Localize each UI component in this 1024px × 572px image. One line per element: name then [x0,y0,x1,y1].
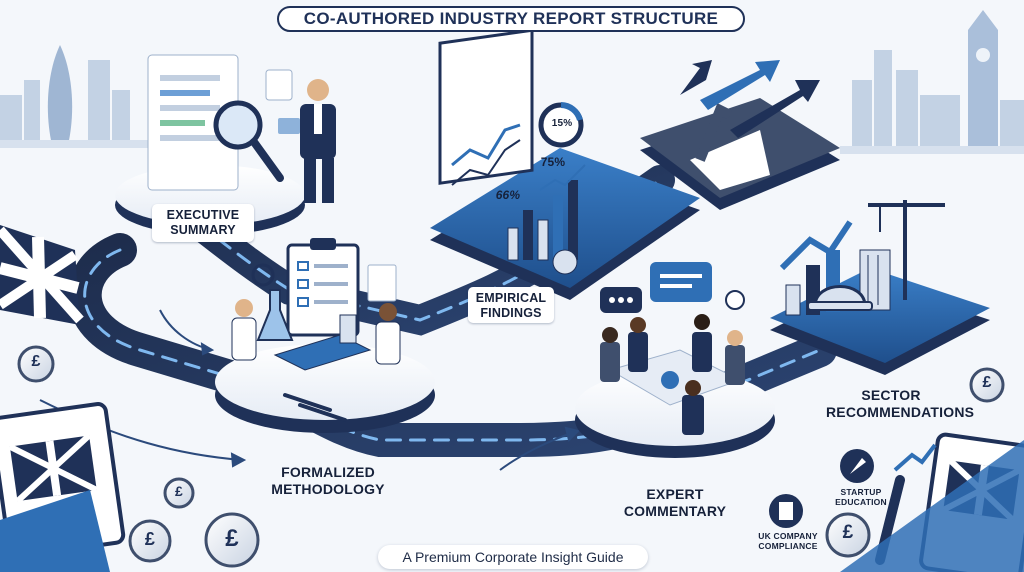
coin-pound-symbol: £ [982,374,992,391]
footer-banner: A Premium Corporate Insight Guide [378,545,648,569]
label-uk-company-compliance: UK COMPANY COMPLIANCE [758,531,818,552]
title-banner: CO-AUTHORED INDUSTRY REPORT STRUCTURE [277,6,745,32]
coin-pound-symbol: £ [175,483,183,499]
right-skyline [840,10,1024,154]
coin-pound-symbol: £ [225,525,239,552]
label-startup-education: STARTUP EDUCATION [835,487,887,508]
methodology-platform [215,238,435,433]
compliance-icon [769,494,803,528]
growth-platform [640,60,840,210]
page-title: CO-AUTHORED INDUSTRY REPORT STRUCTURE [303,9,719,28]
coin-pound-symbol: £ [31,353,41,370]
trend-arrow-icon [893,443,937,472]
stat-donut-percent: 15% [551,118,573,129]
corner-band-right [840,440,1024,572]
rocket-icon [840,449,874,483]
corner-band-left [0,490,110,572]
sector-platform [770,200,990,375]
commentary-platform [575,262,775,458]
left-skyline [0,45,150,148]
label-empirical-findings: EMPIRICAL FINDINGS [475,291,547,320]
label-formalized-methodology: FORMALIZED METHODOLOGY [271,464,385,497]
stat-percent-a: 75% [540,155,566,169]
label-executive-summary: EXECUTIVE SUMMARY [166,208,240,237]
uk-flag-left [0,225,84,325]
label-sector-recommendations: SECTOR RECOMMENDATIONS [826,387,975,420]
coin-icons [17,345,1005,568]
coin-pound-symbol: £ [842,522,854,543]
stat-percent-b: 66% [495,188,521,202]
executive-summary-plate [152,204,254,242]
footer-text: A Premium Corporate Insight Guide [402,549,624,565]
coin-pound-symbol: £ [144,529,156,549]
label-expert-commentary: EXPERT COMMENTARY [623,486,727,519]
empirical-findings-plate [468,287,554,323]
empirical-findings-platform [430,28,700,300]
